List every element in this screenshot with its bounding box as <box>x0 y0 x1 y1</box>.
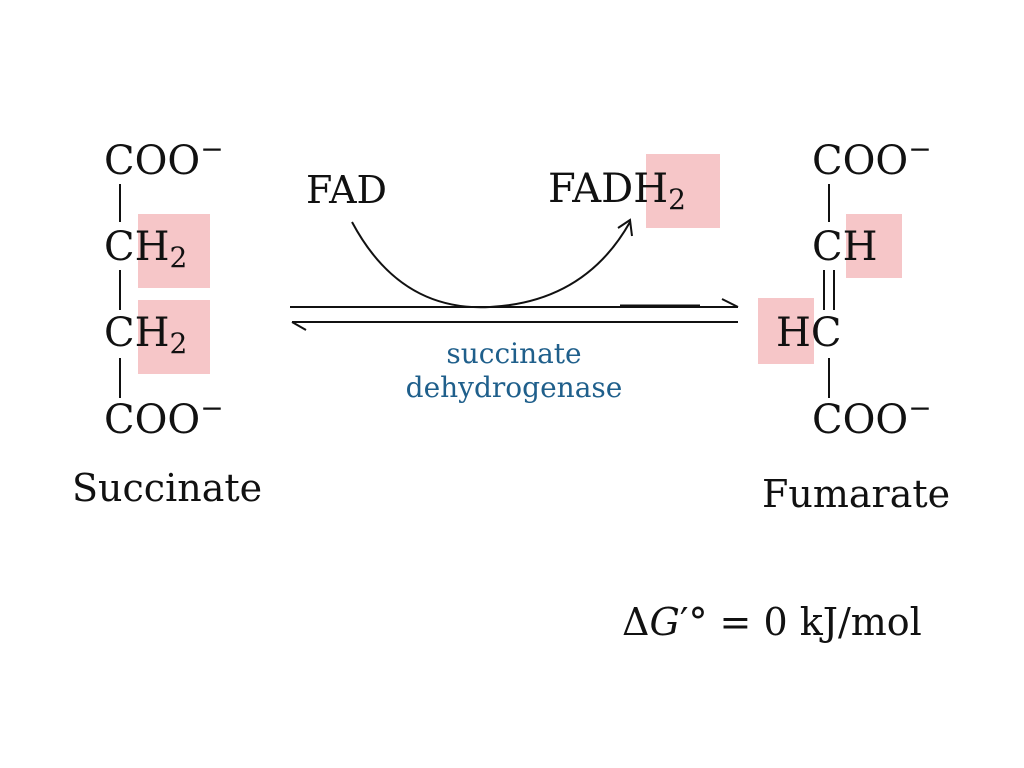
forward-arrow-head <box>721 298 739 308</box>
fad-curved-arrow-head <box>617 218 633 237</box>
succinate-h2-highlight-2 <box>138 300 210 374</box>
succinate-ch2-2: CH2 <box>104 309 188 360</box>
fadh2-h2-highlight <box>646 154 720 228</box>
succinate-coo-top: COO− <box>104 135 224 185</box>
prime-degree: ′° <box>679 600 708 644</box>
fumarate-coo-bottom-text: COO <box>812 397 909 443</box>
fumarate-ch-h: H <box>842 224 878 270</box>
fumarate-coo-bottom: COO− <box>812 394 932 444</box>
reverse-arrow-head <box>291 321 307 331</box>
g-symbol: G <box>649 600 680 644</box>
fumarate-hc-c: C <box>810 310 842 356</box>
succinate-charge-top: − <box>200 132 224 166</box>
fumarate-hc-h-highlight <box>758 298 814 364</box>
fad-label: FAD <box>306 168 387 212</box>
succinate-coo-bottom-text: COO <box>104 397 201 443</box>
succinate-coo-bottom: COO− <box>104 394 224 444</box>
fumarate-label: Fumarate <box>762 472 951 516</box>
fad-curved-arrow <box>351 221 631 309</box>
fumarate-ch: CH <box>812 223 878 271</box>
delta-symbol: Δ <box>622 600 650 644</box>
fumarate-coo-top: COO− <box>812 135 932 185</box>
fumarate-charge-top: − <box>908 132 932 166</box>
fumarate-hc-h: H <box>776 310 811 356</box>
succinate-h2-highlight-1 <box>138 214 210 288</box>
fumarate-charge-bottom: − <box>908 391 932 425</box>
succinate-ch2-1: CH2 <box>104 223 188 274</box>
succinate-label: Succinate <box>72 466 263 510</box>
fumarate-ch-h-highlight <box>846 214 902 278</box>
succinate-coo-top-text: COO <box>104 138 201 184</box>
free-energy-equation: ΔG′° = 0 kJ/mol <box>622 600 922 644</box>
succinate-ch2-2-text: CH <box>104 310 170 356</box>
free-energy-value: = 0 kJ/mol <box>707 600 922 644</box>
fadh2-h: H <box>633 166 669 212</box>
fadh2-label: FADH2 <box>548 165 686 216</box>
succinate-charge-bottom: − <box>200 391 224 425</box>
fumarate-coo-top-text: COO <box>812 138 909 184</box>
fadh2-sub: 2 <box>668 183 686 216</box>
fumarate-ch-c: C <box>812 224 843 270</box>
enzyme-line-2: dehydrogenase <box>405 371 623 404</box>
enzyme-label: succinate dehydrogenase <box>372 337 656 405</box>
succinate-ch2-1-sub: 2 <box>169 241 188 274</box>
fumarate-hc: HC <box>776 309 842 357</box>
succinate-ch2-2-sub: 2 <box>169 327 188 360</box>
fadh2-base: FAD <box>548 166 634 212</box>
succinate-ch2-1-text: CH <box>104 224 170 270</box>
enzyme-line-1: succinate <box>446 337 582 370</box>
